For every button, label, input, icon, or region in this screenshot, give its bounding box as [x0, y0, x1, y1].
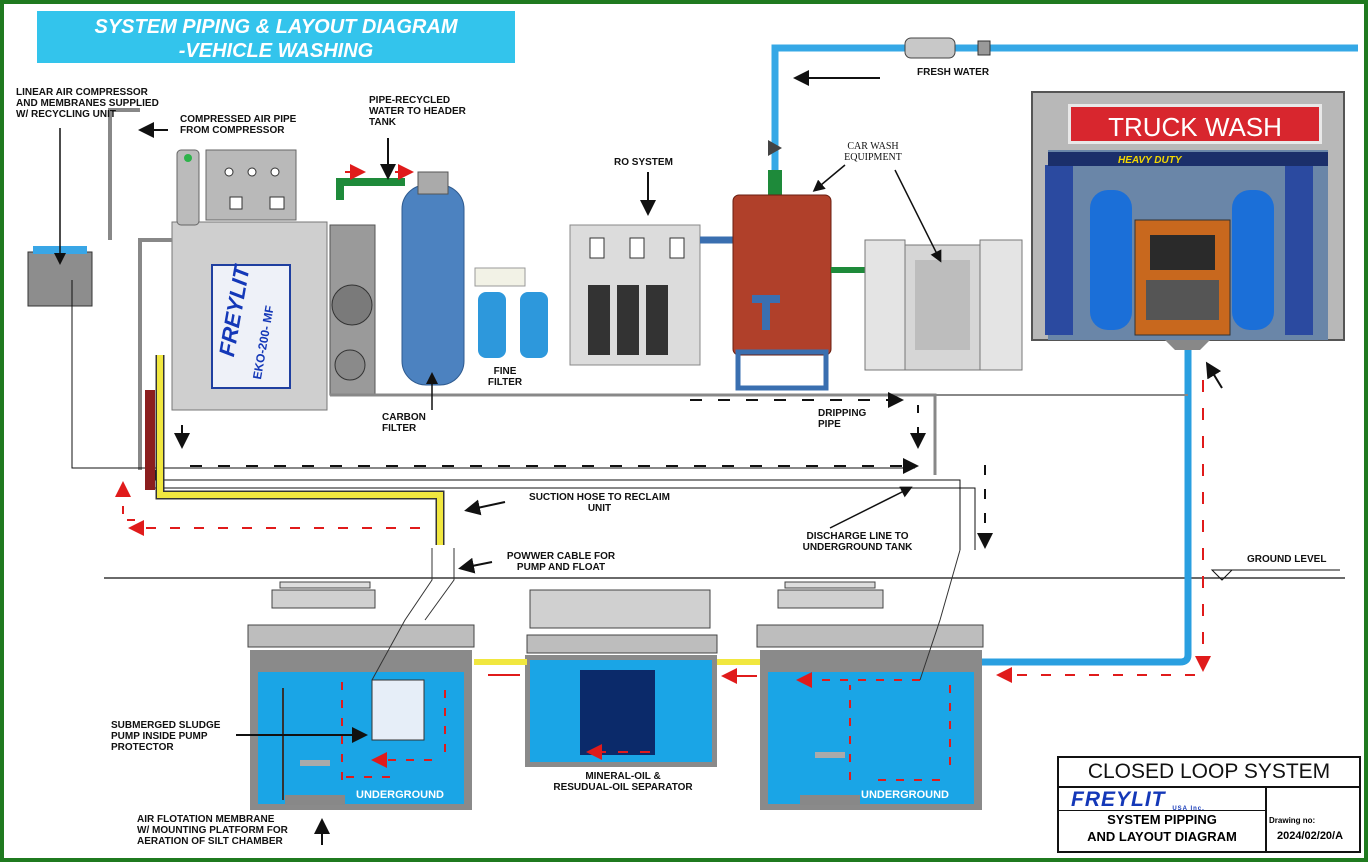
heavy-duty-badge: HEAVY DUTY	[1118, 155, 1182, 166]
fresh-water-pipe	[768, 37, 1358, 170]
title-block-heading: CLOSED LOOP SYSTEM	[1059, 758, 1359, 788]
ro-system	[569, 224, 701, 366]
silt-chamber-tank	[247, 581, 475, 810]
title-block: CLOSED LOOP SYSTEM FREYLIT USA Inc. SYST…	[1057, 756, 1361, 853]
title-block-drawing-number: 2024/02/20/A	[1277, 830, 1344, 842]
carbon-filter	[401, 171, 465, 386]
title-block-drawing-label: Drawing no:	[1269, 816, 1316, 825]
oil-separator-tank	[525, 589, 718, 767]
label-pipe-recycled: PIPE-RECYCLED WATER TO HEADER TANK	[369, 95, 466, 128]
wash-drain-pipe	[980, 350, 1192, 666]
label-suction-hose: SUCTION HOSE TO RECLAIM UNIT	[529, 492, 670, 514]
label-sludge-pump: SUBMERGED SLUDGE PUMP INSIDE PUMP PROTEC…	[111, 720, 221, 753]
label-underground-right: UNDERGROUND	[861, 789, 949, 801]
title-block-brand: FREYLIT USA Inc.	[1071, 788, 1205, 812]
label-fine-filter: FINE FILTER	[487, 366, 523, 388]
diagram-title: SYSTEM PIPING & LAYOUT DIAGRAM -VEHICLE …	[37, 11, 515, 63]
title-block-column-divider	[1265, 786, 1267, 851]
label-dripping-pipe: DRIPPING PIPE	[818, 408, 867, 430]
fine-filter	[474, 267, 548, 358]
machine-logo-panel	[211, 264, 291, 389]
title-line-2: -VEHICLE WASHING	[178, 40, 374, 62]
car-wash-control-cabinet	[864, 239, 1023, 371]
label-compressor: LINEAR AIR COMPRESSOR AND MEMBRANES SUPP…	[16, 87, 159, 120]
title-block-brand-name: FREYLIT	[1071, 788, 1166, 811]
title-block-drawing-name: SYSTEM PIPPING AND LAYOUT DIAGRAM	[1087, 812, 1237, 844]
label-car-wash-equipment: CAR WASH EQUIPMENT	[844, 141, 902, 163]
clean-water-tank	[756, 581, 984, 810]
header-tank	[732, 170, 832, 391]
ground-level-symbol	[1210, 569, 1234, 581]
truck-wash-sign: TRUCK WASH	[1068, 104, 1322, 144]
recycled-water-pipe	[336, 178, 405, 200]
label-air-pipe: COMPRESSED AIR PIPE FROM COMPRESSOR	[180, 114, 297, 136]
title-block-brand-suffix: USA Inc.	[1172, 806, 1205, 812]
title-line-1: SYSTEM PIPING & LAYOUT DIAGRAM	[94, 16, 458, 38]
label-membrane: AIR FLOTATION MEMBRANE W/ MOUNTING PLATF…	[137, 814, 288, 847]
label-carbon-filter: CARBON FILTER	[382, 412, 426, 434]
label-fresh-water: FRESH WATER	[917, 67, 990, 78]
label-ro-system: RO SYSTEM	[614, 157, 673, 168]
label-discharge-line: DISCHARGE LINE TO UNDERGROUND TANK	[802, 531, 913, 553]
label-underground-left: UNDERGROUND	[356, 789, 444, 801]
label-separator: MINERAL-OIL & RESUDUAL-OIL SEPARATOR	[553, 771, 693, 793]
label-ground-level: GROUND LEVEL	[1247, 554, 1327, 565]
title-block-divider	[1059, 810, 1265, 811]
label-power-cable: POWWER CABLE FOR PUMP AND FLOAT	[506, 551, 616, 573]
